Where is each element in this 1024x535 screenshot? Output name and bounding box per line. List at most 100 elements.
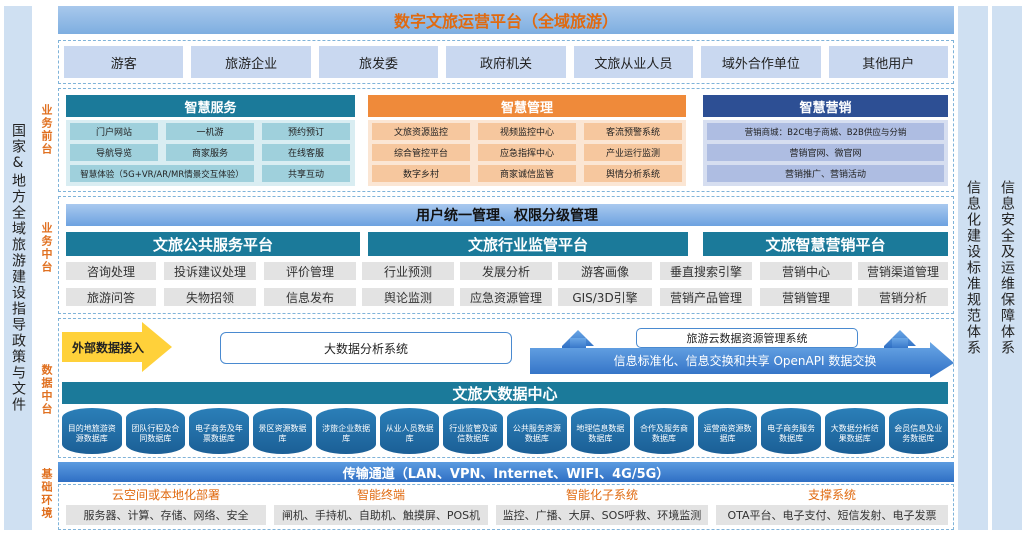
data-office-area — [58, 318, 954, 458]
base-title: 智能终端 — [356, 487, 405, 502]
database-cylinder[interactable]: 会员信息及业务数据库 — [888, 408, 949, 454]
database-row: 目的地旅游资源数据库 团队行程及合同数据库 电子商务及年票数据库 景区资源数据库… — [62, 408, 949, 454]
sharing-item[interactable]: 共享互动 — [262, 165, 350, 182]
online-service-item[interactable]: 在线客服 — [262, 144, 350, 161]
database-cylinder[interactable]: 团队行程及合同数据库 — [125, 408, 186, 454]
platform-item[interactable]: 游客画像 — [558, 262, 652, 280]
database-cylinder[interactable]: 电子商务及年票数据库 — [189, 408, 249, 454]
users-list: 游客 旅游企业 旅发委 政府机关 文旅从业人员 域外合作单位 其他用户 — [64, 46, 948, 78]
flow-warning-item[interactable]: 客流预警系统 — [584, 123, 682, 140]
policy-column: 国家&地方全域旅游建设指导政策与文件 — [4, 6, 32, 530]
external-arrow-icon — [62, 322, 172, 372]
database-cylinder[interactable]: 运营商资源数据库 — [697, 408, 758, 454]
opinion-analysis-item[interactable]: 舆情分析系统 — [584, 165, 682, 182]
merchant-item[interactable]: 商家服务 — [166, 144, 254, 161]
security-column: 信息安全及运维保障体系 — [992, 6, 1022, 530]
smart-service-box: 门户网站 一机游 预约预订 导航导览 商家服务 在线客服 智慧体验（5G+VR/… — [66, 120, 355, 186]
front-office-area — [58, 88, 954, 192]
user-tourism-committee[interactable]: 旅发委 — [318, 46, 439, 78]
platform-item[interactable]: GIS/3D引擎 — [558, 288, 652, 306]
users-row — [58, 40, 954, 84]
official-site-item[interactable]: 营销官网、微官网 — [707, 144, 944, 161]
openapi-arrow-icon — [530, 330, 954, 378]
base-items: OTA平台、电子支付、短信发射、电子发票 — [716, 505, 948, 525]
database-cylinder[interactable]: 行业监管及诚信数据库 — [443, 408, 504, 454]
promotion-item[interactable]: 营销推广、营销活动 — [707, 165, 944, 182]
smart-experience-item[interactable]: 智慧体验（5G+VR/AR/MR情景交互体验） — [70, 165, 254, 182]
base-area — [58, 484, 954, 530]
base-items: 监控、广播、大屏、SOS呼救、环境监测 — [496, 505, 708, 525]
database-cylinder[interactable]: 景区资源数据库 — [252, 408, 313, 454]
platform-item[interactable]: 营销产品管理 — [660, 288, 752, 306]
credit-supervision-item[interactable]: 商家诚信监管 — [478, 165, 576, 182]
transport-bar: 传输通道（LAN、VPN、Internet、WIFI、4G/5G） — [58, 462, 954, 482]
video-monitor-item[interactable]: 视频监控中心 — [478, 123, 576, 140]
database-cylinder[interactable]: 涉旅企业数据库 — [316, 408, 376, 454]
database-cylinder[interactable]: 地理信息数据数据库 — [570, 408, 631, 454]
policy-text: 国家&地方全域旅游建设指导政策与文件 — [10, 123, 26, 413]
smart-marketing-box: 营销商城：B2C电子商城、B2B供应与分销 营销官网、微官网 营销推广、营销活动 — [703, 120, 948, 186]
platform-item[interactable]: 信息发布 — [264, 288, 356, 306]
page-title: 数字文旅运营平台（全域旅游） — [58, 6, 954, 34]
platform-item[interactable]: 营销管理 — [760, 288, 852, 306]
bigdata-system-box[interactable]: 大数据分析系统 — [220, 332, 512, 364]
mall-item[interactable]: 营销商城：B2C电子商城、B2B供应与分销 — [707, 123, 944, 140]
database-cylinder[interactable]: 从业人员数据库 — [379, 408, 440, 454]
user-staff[interactable]: 文旅从业人员 — [573, 46, 694, 78]
platform-item[interactable]: 旅游问答 — [66, 288, 156, 306]
emergency-center-item[interactable]: 应急指挥中心 — [478, 144, 576, 161]
middle-office-area — [58, 196, 954, 314]
platform-item[interactable]: 舆论监测 — [362, 288, 454, 306]
base-title: 支撑系统 — [807, 487, 856, 502]
portal-item[interactable]: 门户网站 — [70, 123, 158, 140]
label-data: 数据中台 — [40, 364, 53, 416]
platform-item[interactable]: 评价管理 — [264, 262, 356, 280]
platform-item[interactable]: 营销渠道管理 — [858, 262, 948, 280]
platform-item[interactable]: 营销分析 — [858, 288, 948, 306]
standards-column: 信息化建设标准规范体系 — [958, 6, 988, 530]
user-mgmt-bar: 用户统一管理、权限分级管理 — [66, 204, 948, 226]
database-cylinder[interactable]: 大数据分析结果数据库 — [824, 408, 885, 454]
label-front: 业务前台 — [40, 104, 53, 156]
security-text: 信息安全及运维保障体系 — [999, 180, 1015, 356]
user-other[interactable]: 其他用户 — [828, 46, 948, 78]
platform-item[interactable]: 垂直搜索引擎 — [660, 262, 752, 280]
navigation-item[interactable]: 导航导览 — [70, 144, 158, 161]
smart-mgmt-box: 文旅资源监控 视频监控中心 客流预警系统 综合管控平台 应急指挥中心 产业运行监… — [368, 120, 686, 186]
label-middle: 业务中台 — [40, 222, 53, 274]
industry-monitor-item[interactable]: 产业运行监测 — [584, 144, 682, 161]
user-enterprise[interactable]: 旅游企业 — [191, 46, 311, 78]
supervision-platform-title: 文旅行业监管平台 — [368, 232, 688, 256]
user-partner[interactable]: 域外合作单位 — [701, 46, 821, 78]
platform-item[interactable]: 投诉建议处理 — [164, 262, 256, 280]
base-title: 云空间或本地化部署 — [111, 487, 220, 502]
external-data-label: 外部数据接入 — [71, 340, 144, 355]
database-cylinder[interactable]: 电子商务服务数据库 — [761, 408, 821, 454]
data-center-title: 文旅大数据中心 — [62, 382, 948, 404]
cloud-resource-system-box[interactable]: 旅游云数据资源管理系统 — [636, 328, 858, 348]
digital-village-item[interactable]: 数字乡村 — [372, 165, 470, 182]
user-government[interactable]: 政府机关 — [446, 46, 566, 78]
platform-item[interactable]: 应急资源管理 — [460, 288, 552, 306]
database-cylinder[interactable]: 合作及服务商数据库 — [634, 408, 694, 454]
label-base: 基础环境 — [40, 468, 53, 520]
marketing-platform-title: 文旅智慧营销平台 — [703, 232, 948, 256]
user-visitor[interactable]: 游客 — [64, 46, 184, 78]
booking-item[interactable]: 预约预订 — [262, 123, 350, 140]
smart-mgmt-title: 智慧管理 — [368, 95, 686, 117]
platform-item[interactable]: 营销中心 — [760, 262, 852, 280]
public-service-platform-title: 文旅公共服务平台 — [66, 232, 360, 256]
platform-item[interactable]: 发展分析 — [460, 262, 552, 280]
standards-text: 信息化建设标准规范体系 — [965, 180, 981, 356]
control-platform-item[interactable]: 综合管控平台 — [372, 144, 470, 161]
platform-item[interactable]: 失物招领 — [164, 288, 256, 306]
database-cylinder[interactable]: 公共服务资源数据库 — [507, 408, 567, 454]
smart-marketing-title: 智慧营销 — [703, 95, 948, 117]
platform-item[interactable]: 咨询处理 — [66, 262, 156, 280]
base-items: 闸机、手持机、自助机、触摸屏、POS机 — [274, 505, 488, 525]
base-title: 智能化子系统 — [565, 487, 638, 502]
one-phone-item[interactable]: 一机游 — [166, 123, 254, 140]
resource-monitor-item[interactable]: 文旅资源监控 — [372, 123, 470, 140]
platform-item[interactable]: 行业预测 — [362, 262, 454, 280]
database-cylinder[interactable]: 目的地旅游资源数据库 — [62, 408, 122, 454]
